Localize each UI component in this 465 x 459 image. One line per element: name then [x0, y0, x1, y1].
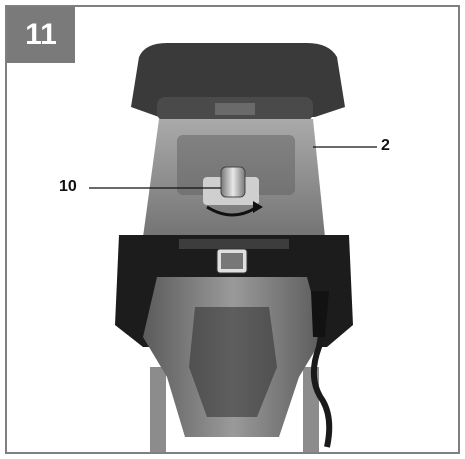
adjustment-knob — [220, 166, 246, 198]
figure-number-badge: 11 — [7, 7, 75, 63]
arrow-head-icon — [253, 201, 263, 213]
leg-left — [150, 367, 166, 452]
slot-top — [179, 239, 289, 249]
cable-strain-relief — [311, 291, 329, 337]
callout-label-2: 2 — [381, 137, 390, 154]
handle-grip — [215, 103, 255, 115]
callout-label-10: 10 — [59, 178, 77, 195]
rotation-arrow-icon — [206, 205, 258, 217]
machine-photo — [115, 43, 353, 452]
power-switch-rocker — [221, 253, 243, 269]
body-vent — [189, 307, 277, 417]
figure-frame: 11 2 10 — [5, 5, 460, 454]
callout-lines — [89, 146, 377, 189]
